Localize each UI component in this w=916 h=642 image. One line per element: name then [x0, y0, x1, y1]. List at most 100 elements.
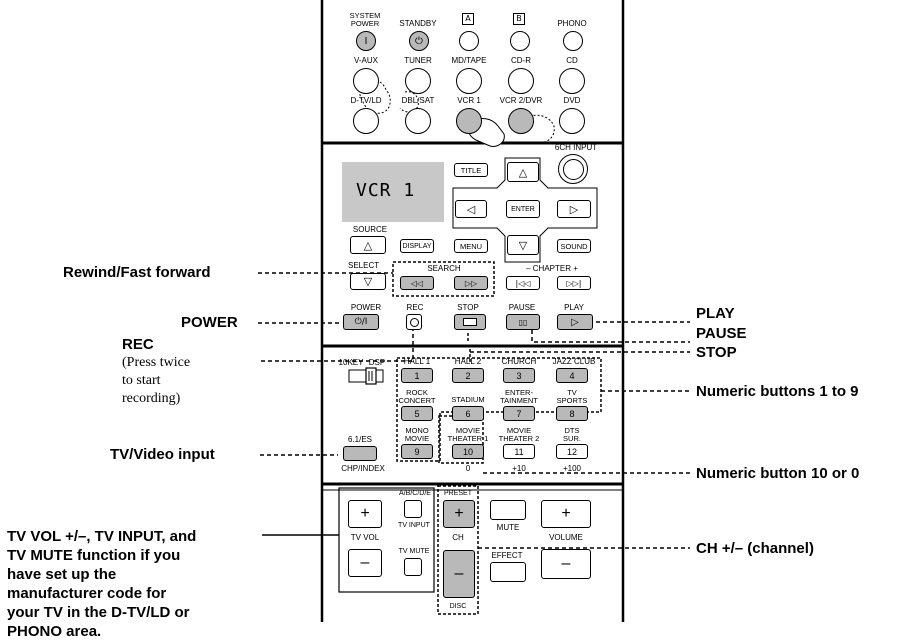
6ch-input-button[interactable]	[558, 154, 588, 184]
label-chp-index: CHP/INDEX	[341, 464, 385, 473]
a-button[interactable]	[459, 31, 479, 51]
label-b: B	[513, 13, 525, 25]
rec-button[interactable]	[406, 314, 422, 330]
skip-back-icon: |◁◁	[515, 278, 531, 288]
source-up-button[interactable]: △	[350, 236, 386, 254]
display-button[interactable]: DISPLAY	[400, 239, 434, 253]
label-system-power: SYSTEM POWER	[349, 11, 381, 28]
cursor-down-button[interactable]: ▽	[507, 235, 539, 255]
volume-up-button[interactable]: +	[541, 500, 591, 528]
title-button[interactable]: TITLE	[454, 163, 488, 177]
effect-button[interactable]	[490, 562, 526, 582]
lcd-display	[342, 162, 444, 222]
dbl-sat-button[interactable]	[405, 108, 431, 134]
sound-button[interactable]: SOUND	[557, 239, 591, 253]
num-button-6[interactable]: 6	[452, 406, 484, 421]
dvd-button[interactable]	[559, 108, 585, 134]
label-md-tape: MD/TAPE	[451, 56, 487, 65]
play-button[interactable]: ▷	[557, 314, 593, 330]
num-button-7[interactable]: 7	[503, 406, 535, 421]
label-entertainment: ENTER- TAINMENT	[500, 388, 538, 405]
ch-up-button[interactable]: +	[443, 500, 475, 528]
label-tv-sports: TV SPORTS	[556, 388, 588, 405]
annotation-tv-vol-note: TV VOL +/–, TV INPUT, and TV MUTE functi…	[7, 528, 197, 640]
label-dbl-sat: DBL/SAT	[401, 96, 435, 105]
label-6ch-input: 6CH INPUT	[554, 143, 598, 152]
tuner-button[interactable]	[405, 68, 431, 94]
cursor-right-button[interactable]: ▷	[557, 200, 591, 218]
6-1-es-button[interactable]	[343, 446, 377, 461]
annotation-stop: STOP	[696, 344, 737, 361]
annotation-numeric-1-9: Numeric buttons 1 to 9	[696, 383, 859, 400]
annotation-numeric-10-0: Numeric button 10 or 0	[696, 465, 860, 482]
fast-forward-button[interactable]: ▷▷	[454, 276, 488, 290]
chapter-prev-button[interactable]: |◁◁	[506, 276, 540, 290]
label-stadium: STADIUM	[451, 395, 485, 404]
ch-down-button[interactable]: –	[443, 550, 475, 598]
b-button[interactable]	[510, 31, 530, 51]
vcr1-button[interactable]	[456, 108, 482, 134]
vcr2-dvr-button[interactable]	[508, 108, 534, 134]
source-down-button[interactable]: ▽	[350, 273, 386, 290]
v-aux-button[interactable]	[353, 68, 379, 94]
tv-vol-down-button[interactable]: –	[348, 549, 382, 577]
cursor-up-button[interactable]: △	[507, 162, 539, 182]
enter-button[interactable]: ENTER	[506, 200, 540, 218]
num-button-5[interactable]: 5	[401, 406, 433, 421]
num-button-4[interactable]: 4	[556, 368, 588, 383]
label-effect: EFFECT	[491, 551, 523, 560]
annotation-rewind: Rewind/Fast forward	[63, 264, 211, 281]
cd-button[interactable]	[559, 68, 585, 94]
label-tuner: TUNER	[404, 56, 432, 65]
annotation-rec-note: (Press twice to start recording)	[122, 355, 191, 406]
label-play: PLAY	[564, 303, 584, 312]
standby-button[interactable]: ⏻	[409, 31, 429, 51]
power-button[interactable]: ⏻/I	[343, 314, 379, 330]
rewind-button[interactable]: ◁◁	[400, 276, 434, 290]
label-a: A	[462, 13, 474, 25]
chapter-next-button[interactable]: ▷▷|	[557, 276, 591, 290]
label-d-tv-ld: D-TV/LD	[350, 96, 382, 105]
stop-button[interactable]	[454, 314, 486, 330]
md-tape-button[interactable]	[456, 68, 482, 94]
num-button-9[interactable]: 9	[401, 444, 433, 459]
phono-button[interactable]	[563, 31, 583, 51]
label-volume: VOLUME	[549, 533, 583, 542]
record-icon	[409, 317, 419, 327]
system-power-button[interactable]: I	[356, 31, 376, 51]
down-arrow-icon: ▽	[363, 275, 373, 288]
tv-vol-up-button[interactable]: +	[348, 500, 382, 528]
num-button-10[interactable]: 10	[452, 444, 484, 459]
num-button-12[interactable]: 12	[556, 444, 588, 459]
cd-r-button[interactable]	[508, 68, 534, 94]
num-button-11[interactable]: 11	[503, 444, 535, 459]
cursor-left-button[interactable]: ◁	[455, 200, 487, 218]
label-stop: STOP	[457, 303, 479, 312]
right-arrow-icon: ▷	[569, 202, 579, 216]
menu-button[interactable]: MENU	[454, 239, 488, 253]
label-6-1-es: 6.1/ES	[347, 435, 372, 444]
tv-mute-button[interactable]	[404, 558, 422, 576]
d-tv-ld-button[interactable]	[353, 108, 379, 134]
num-button-2[interactable]: 2	[452, 368, 484, 383]
label-church: CHURCH	[501, 357, 537, 366]
pause-button[interactable]: ▯▯	[506, 314, 540, 330]
num-button-1[interactable]: 1	[401, 368, 433, 383]
label-cd-r: CD-R	[511, 56, 531, 65]
label-select: SELECT	[348, 261, 380, 270]
up-arrow-icon: △	[363, 238, 373, 252]
tv-input-button[interactable]	[404, 500, 422, 518]
label-ch: CH	[452, 533, 464, 542]
10key-dsp-switch[interactable]	[349, 368, 383, 384]
label-rock-concert: ROCK CONCERT	[398, 388, 436, 405]
label-phono: PHONO	[557, 19, 587, 28]
annotation-play: PLAY	[696, 305, 735, 322]
label-vcr1: VCR 1	[457, 96, 481, 105]
label-vcr2-dvr: VCR 2/DVR	[499, 96, 543, 105]
num-button-3[interactable]: 3	[503, 368, 535, 383]
volume-down-button[interactable]: –	[541, 549, 591, 579]
label-mono-movie: MONO MOVIE	[404, 426, 430, 443]
mute-button[interactable]	[490, 500, 526, 520]
num-button-8[interactable]: 8	[556, 406, 588, 421]
label-tv-mute: TV MUTE	[398, 548, 430, 555]
